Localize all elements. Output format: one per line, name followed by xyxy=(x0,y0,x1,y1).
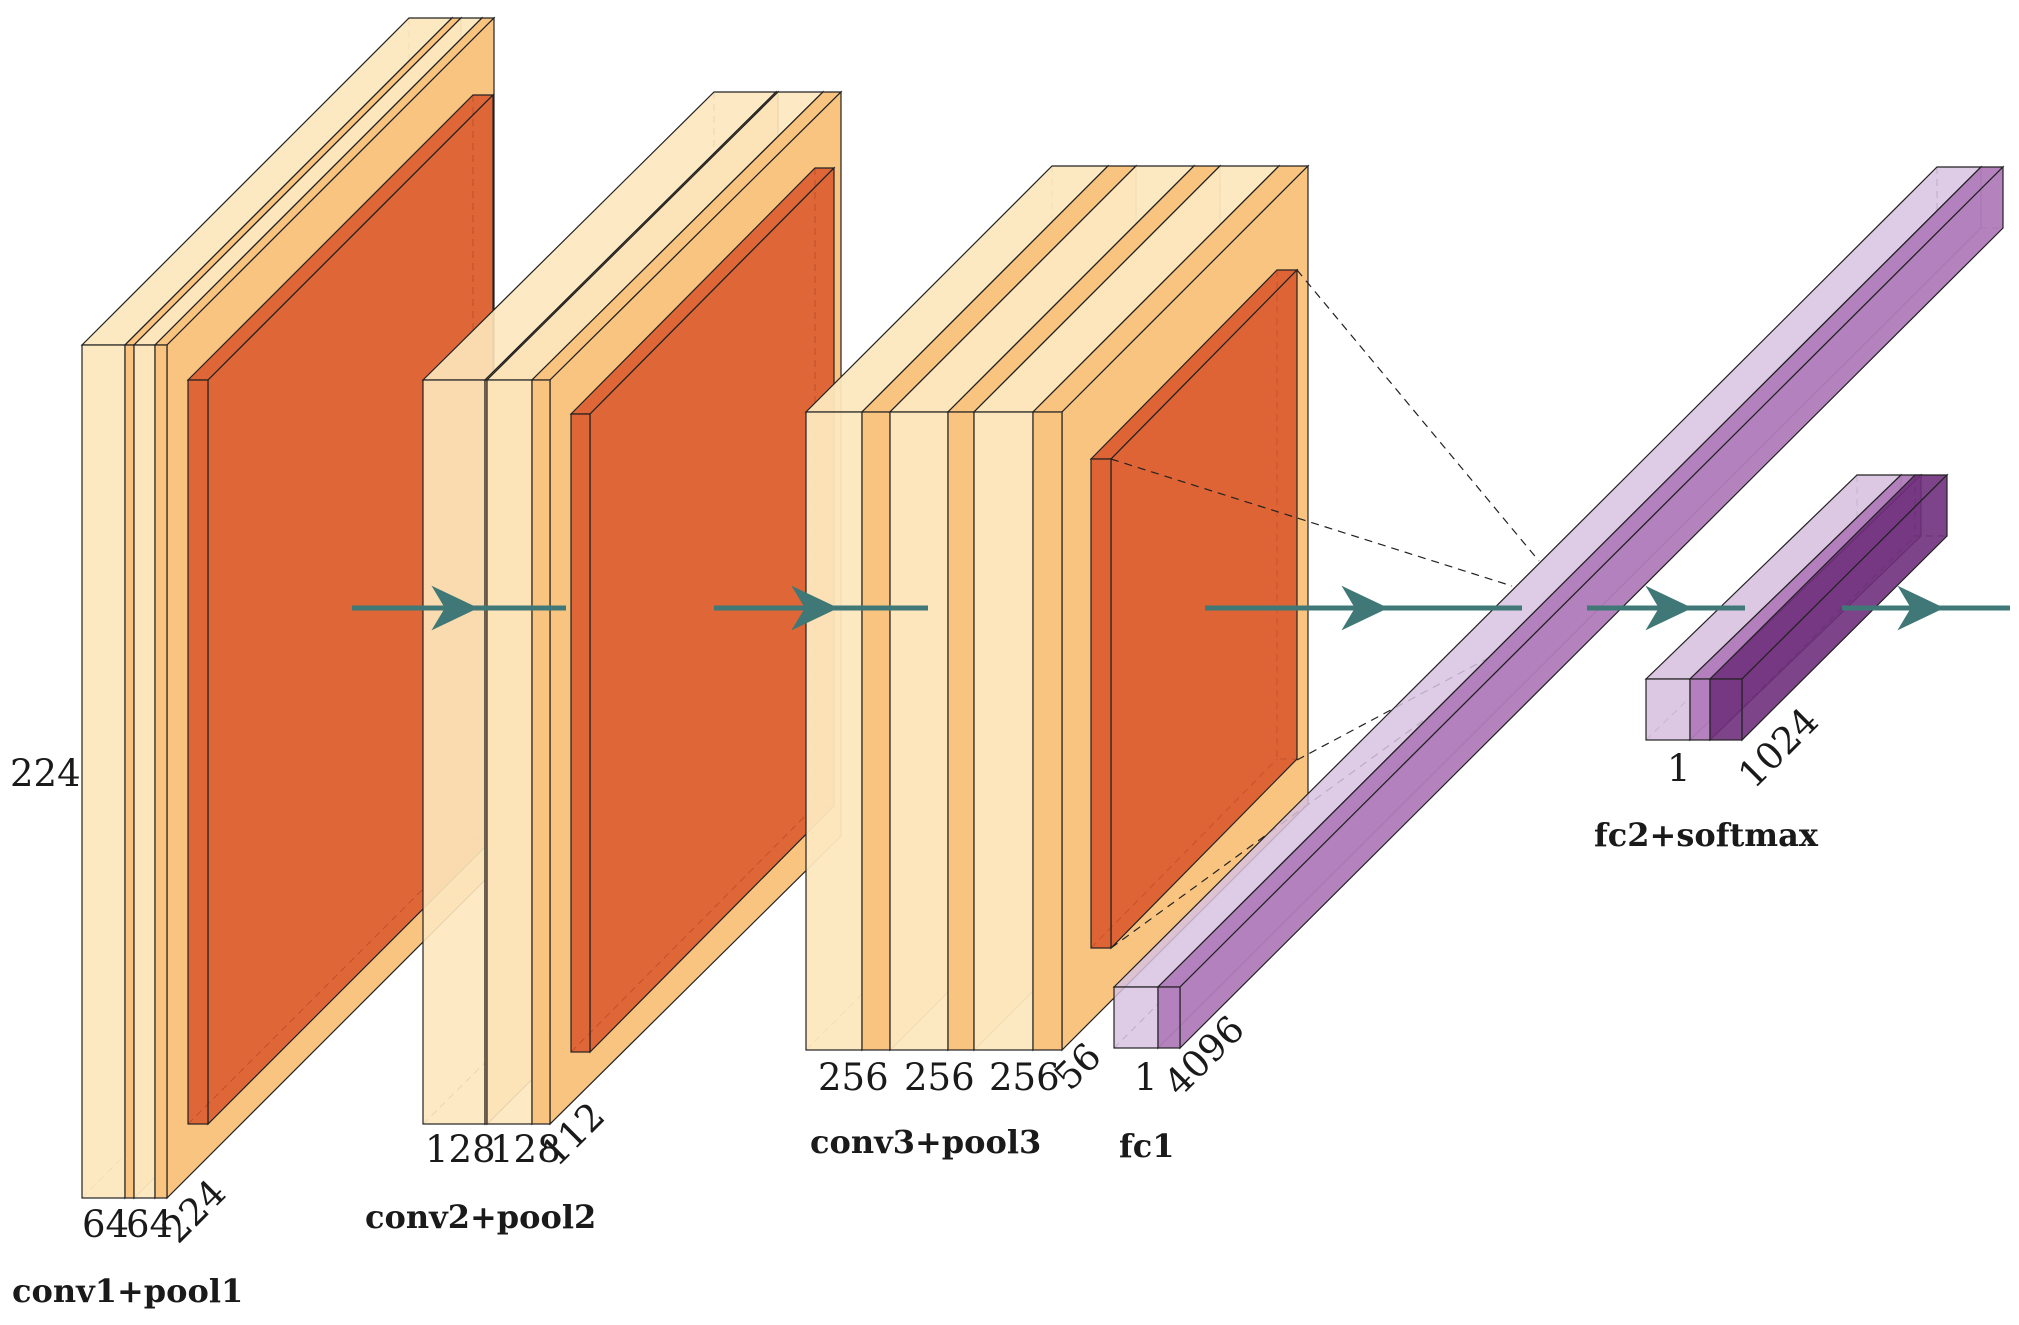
conv1-channels-label-2: 64 xyxy=(126,1203,173,1246)
fc2-dim-label-1: 1 xyxy=(1667,747,1691,790)
conv3-caption: conv3+pool3 xyxy=(810,1123,1041,1161)
arrow-icon xyxy=(791,585,839,631)
pool3-slab xyxy=(1089,268,1299,950)
fc1-caption: fc1 xyxy=(1119,1127,1175,1165)
arrow-icon xyxy=(431,585,479,631)
pool2-slab xyxy=(569,166,836,1054)
fc2-caption: fc2+softmax xyxy=(1594,816,1819,854)
conv1-caption: conv1+pool1 xyxy=(12,1272,243,1310)
projection-line-1 xyxy=(1296,269,1540,562)
conv3-channels-label-3: 256 xyxy=(989,1056,1060,1099)
conv1-height-label: 224 xyxy=(10,752,81,795)
pool1-slab xyxy=(186,93,495,1126)
conv1-channels-label-1: 64 xyxy=(82,1203,129,1246)
projection-line-2 xyxy=(1110,458,1513,587)
conv2-channels-label-2: 128 xyxy=(490,1128,561,1171)
conv2-channels-label-1: 128 xyxy=(425,1128,496,1171)
fc1-dim-label-1: 1 xyxy=(1134,1056,1158,1099)
conv2-caption: conv2+pool2 xyxy=(365,1198,596,1236)
conv3-channels-label-1: 256 xyxy=(818,1056,889,1099)
flow-arrows xyxy=(352,585,2010,631)
conv3-channels-label-2: 256 xyxy=(904,1056,975,1099)
arrow-icon xyxy=(1897,585,1945,631)
arrow-icon xyxy=(1645,585,1693,631)
arrow-icon xyxy=(1341,585,1389,631)
